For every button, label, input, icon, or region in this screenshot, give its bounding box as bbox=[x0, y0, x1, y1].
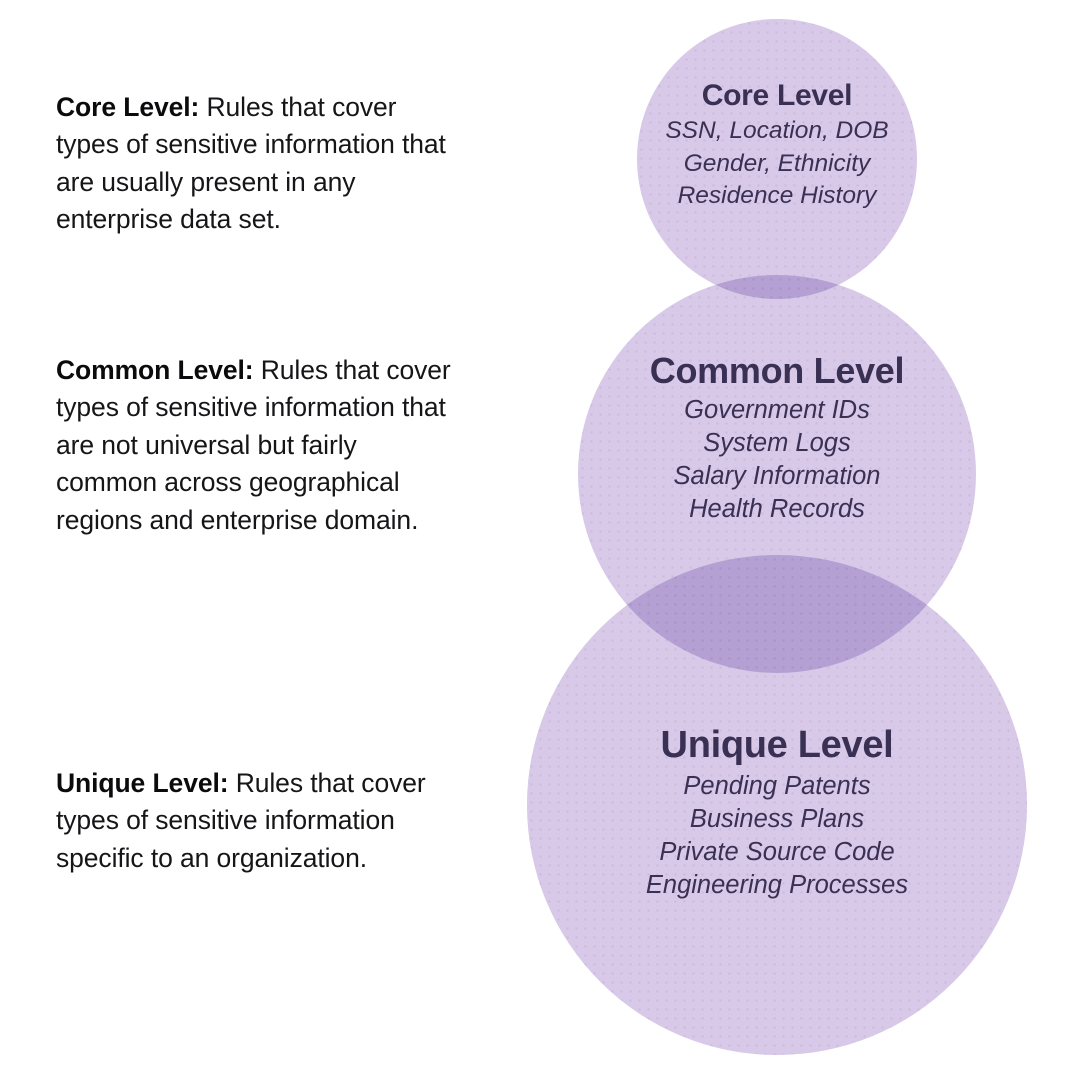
circle-core-level bbox=[637, 19, 917, 299]
overlap-common-unique bbox=[578, 275, 976, 673]
description-lead: Unique Level: bbox=[56, 767, 229, 798]
description-body: Rules that cover types of sensitive info… bbox=[56, 767, 426, 873]
circle-title-core: Core Level bbox=[701, 79, 853, 112]
circle-items-unique: Pending Patents Business Plans Private S… bbox=[537, 770, 1017, 902]
circle-item: Residence History bbox=[677, 182, 877, 209]
circle-item: Engineering Processes bbox=[645, 871, 909, 899]
circle-item: Pending Patents bbox=[683, 772, 871, 800]
description-body: Rules that cover types of sensitive info… bbox=[56, 91, 446, 235]
circle-item: Gender, Ethnicity bbox=[683, 149, 871, 177]
circle-title-common: Common Level bbox=[649, 350, 905, 391]
circle-item: Private Source Code bbox=[659, 838, 895, 866]
circle-label-unique: Unique Level Pending Patents Business Pl… bbox=[537, 721, 1017, 902]
overlap-lens-shape bbox=[578, 555, 976, 673]
description-body: Rules that cover types of sensitive info… bbox=[56, 354, 451, 535]
description-lead: Core Level: bbox=[56, 91, 200, 122]
circle-items-core: SSN, Location, DOB Gender, Ethnicity Res… bbox=[537, 115, 1017, 213]
circle-item: Government IDs bbox=[684, 396, 870, 424]
description-lead: Common Level: bbox=[56, 354, 254, 385]
description-core-level: Core Level: Rules that cover types of se… bbox=[56, 89, 456, 239]
circle-item: Health Records bbox=[689, 495, 865, 523]
circle-label-core: Core Level SSN, Location, DOB Gender, Et… bbox=[537, 77, 1017, 213]
description-column: Core Level: Rules that cover types of se… bbox=[56, 0, 456, 1080]
circle-item: System Logs bbox=[703, 429, 851, 457]
circle-item: Salary Information bbox=[673, 462, 881, 490]
description-unique-level: Unique Level: Rules that cover types of … bbox=[56, 765, 456, 878]
circle-label-common: Common Level Government IDs System Logs … bbox=[537, 348, 1017, 526]
circle-item: SSN, Location, DOB bbox=[665, 117, 889, 144]
description-common-level: Common Level: Rules that cover types of … bbox=[56, 352, 456, 540]
circle-item: Business Plans bbox=[689, 805, 865, 833]
circle-items-common: Government IDs System Logs Salary Inform… bbox=[537, 394, 1017, 526]
circle-title-unique: Unique Level bbox=[660, 724, 894, 766]
